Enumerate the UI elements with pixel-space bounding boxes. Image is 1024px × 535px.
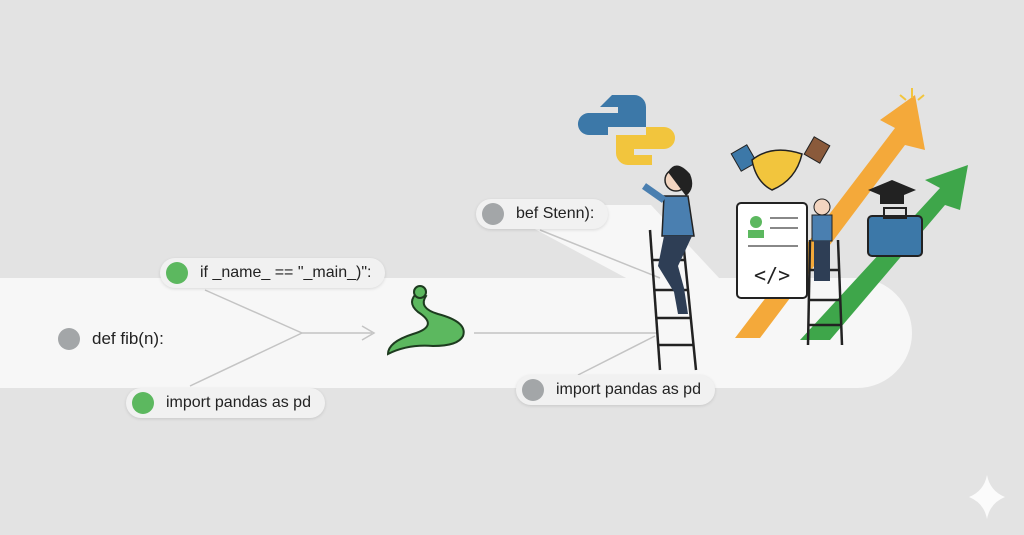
label-text: import pandas as pd <box>556 381 701 398</box>
gray-dot-icon <box>522 379 544 401</box>
code-label-bef-stenn: bef Stenn): <box>476 199 609 229</box>
gray-dot-icon <box>482 203 504 225</box>
label-text: if _name_ == "_main_)": <box>200 264 372 281</box>
person-reaching <box>811 198 833 281</box>
code-label-import-right: import pandas as pd <box>516 375 715 405</box>
gray-dot-icon <box>58 328 80 350</box>
svg-text:</>: </> <box>754 263 790 287</box>
graduation-cap-icon <box>868 180 916 204</box>
label-text: import pandas as pd <box>166 394 311 411</box>
connector-lines <box>189 229 661 387</box>
snake-icon <box>386 285 465 356</box>
code-label-if-main: if _name_ == "_main_)": <box>160 258 386 288</box>
green-dot-icon <box>132 392 154 414</box>
person-climbing <box>641 165 695 314</box>
code-label-import-left: import pandas as pd <box>126 388 325 418</box>
ladder-left <box>648 229 698 371</box>
sparkle-icon <box>969 475 1005 519</box>
code-label-def-fib: def fib(n): <box>52 324 178 354</box>
resume-document-icon: </> <box>736 202 808 299</box>
python-logo-icon <box>577 95 675 165</box>
label-text: bef Stenn): <box>516 205 595 222</box>
handshake-icon <box>730 136 831 191</box>
green-dot-icon <box>166 262 188 284</box>
briefcase-icon <box>867 207 923 257</box>
label-text: def fib(n): <box>92 329 164 348</box>
